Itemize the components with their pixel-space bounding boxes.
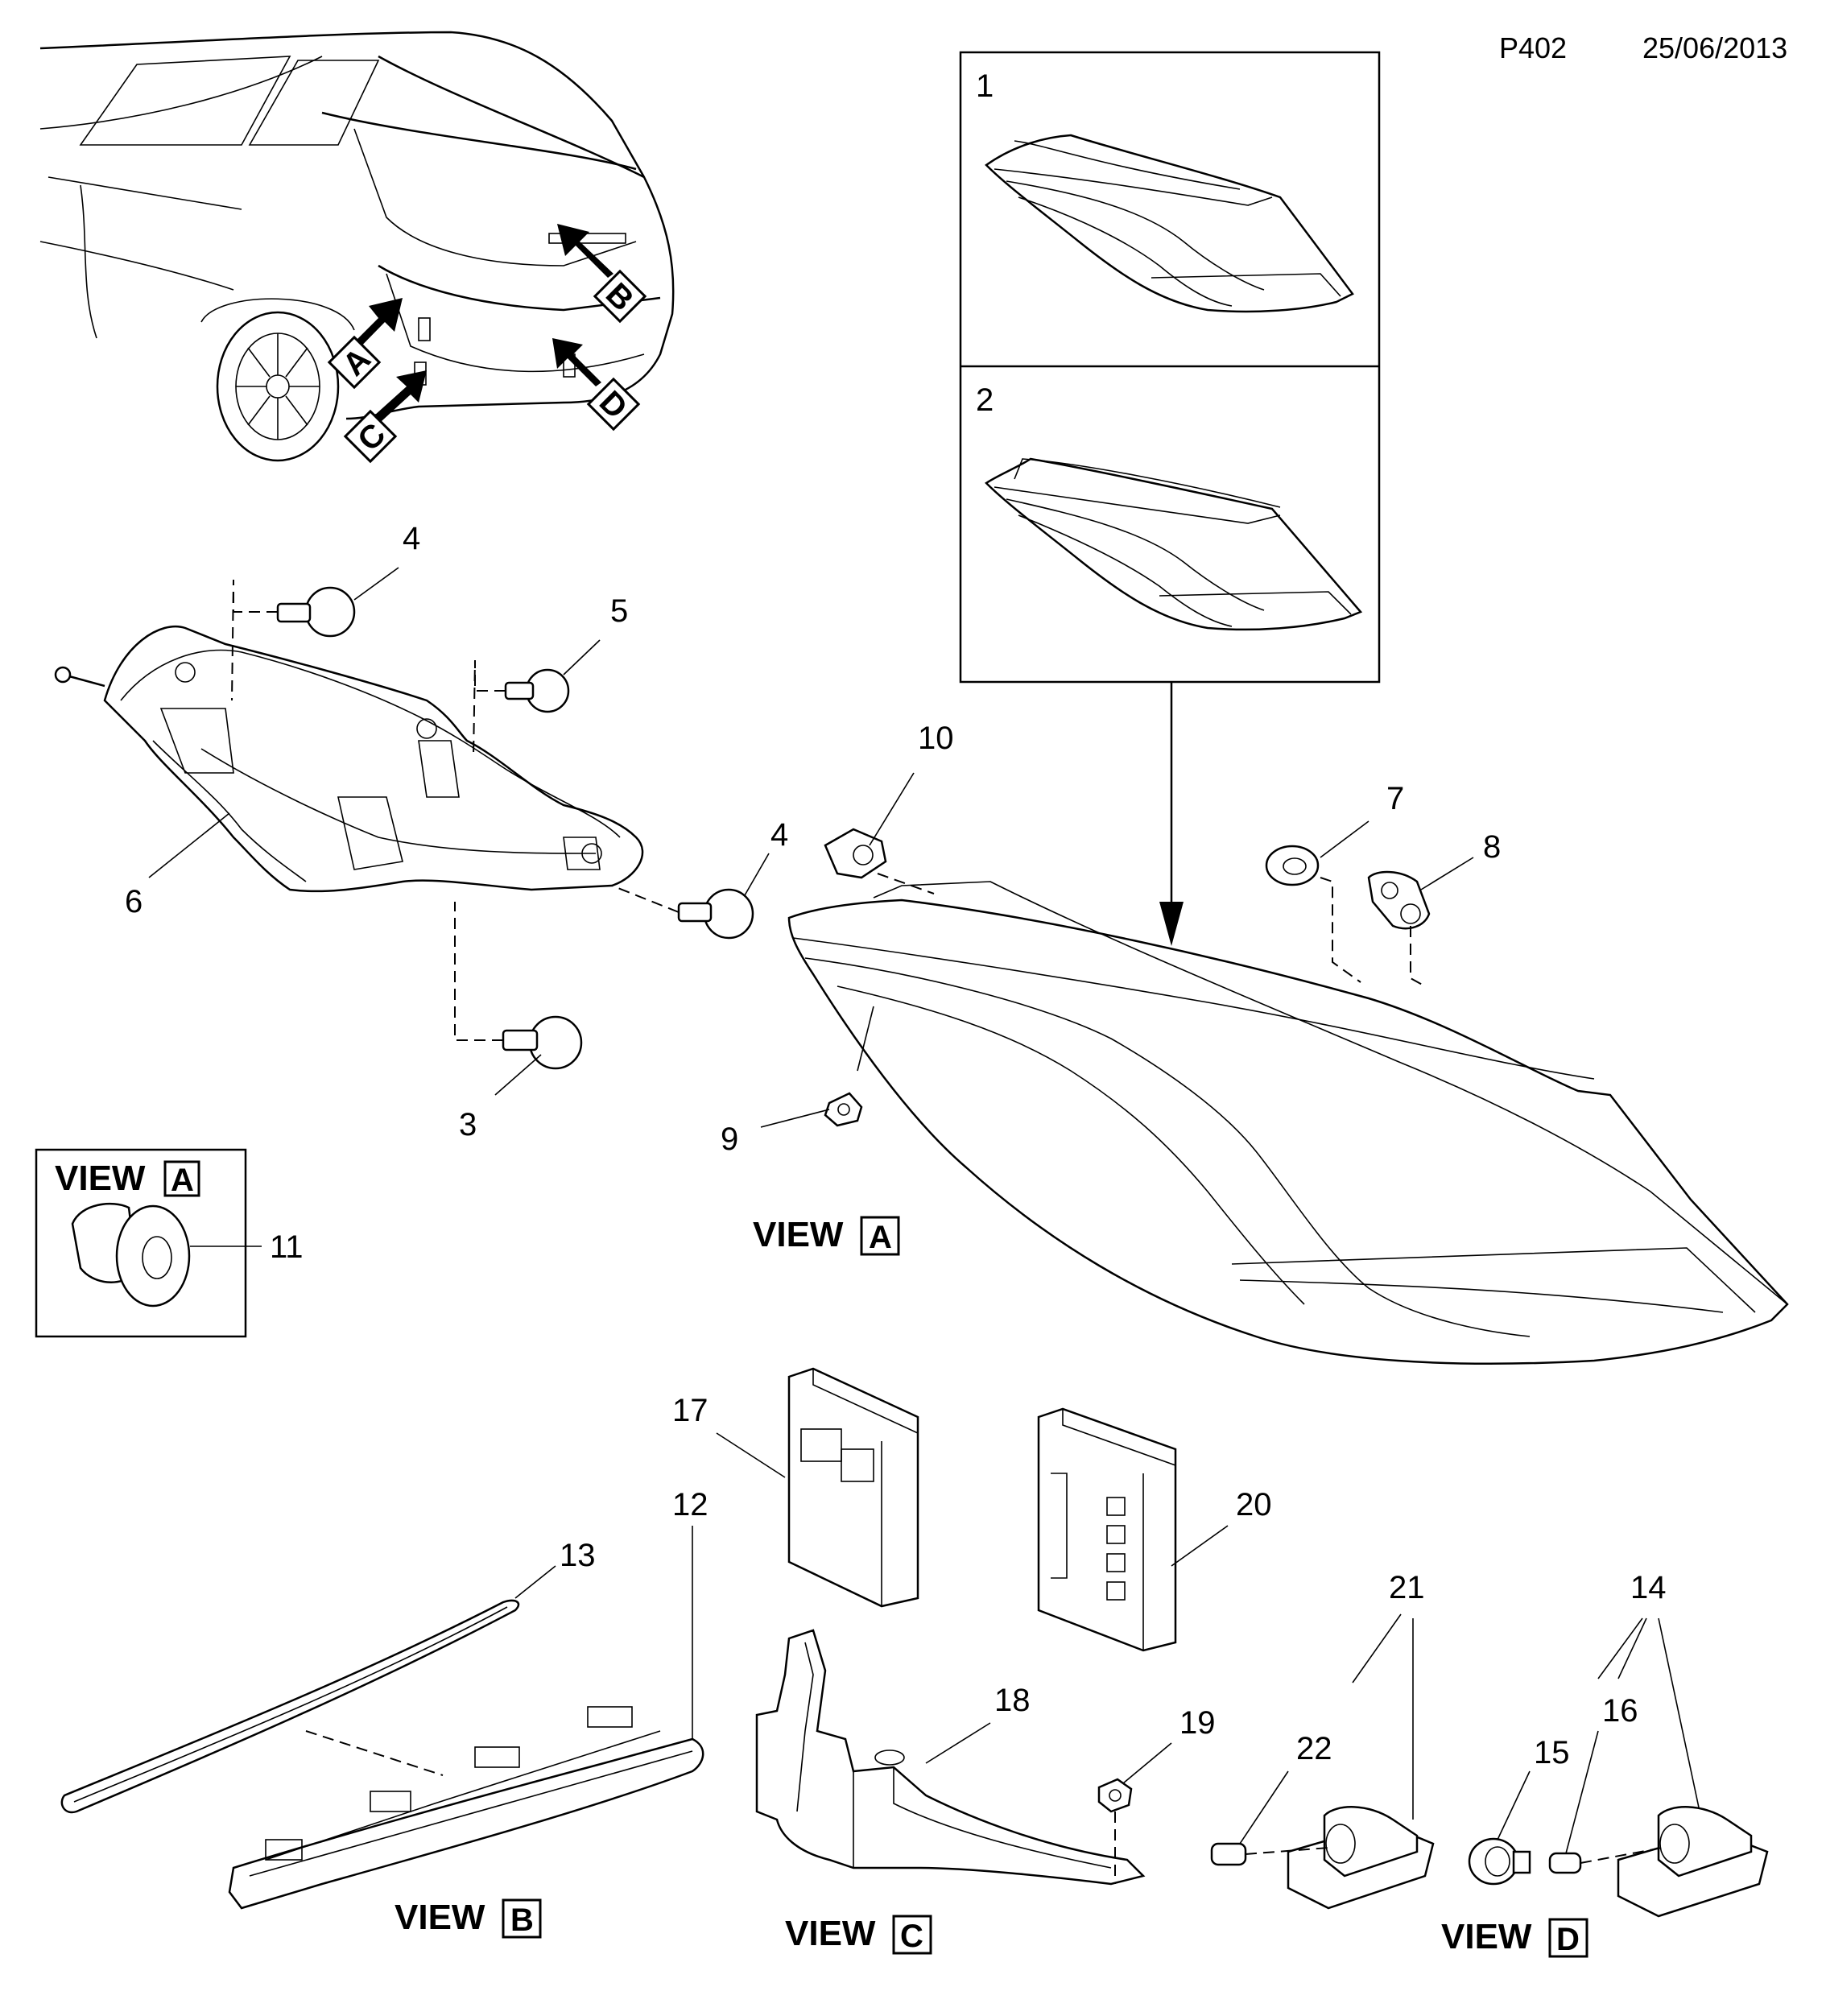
bulb-4-upper-icon [276, 586, 356, 638]
inset-view-a-word: VIEW [55, 1159, 146, 1198]
callout-13: 13 [560, 1538, 596, 1573]
callout-17: 17 [672, 1393, 709, 1428]
main-view-a-word: VIEW [753, 1215, 844, 1254]
inset-view-a-box [35, 1148, 247, 1338]
license-plate-lamp-21-icon [1287, 1806, 1435, 1910]
callout-15: 15 [1534, 1735, 1570, 1770]
callout-5: 5 [610, 593, 628, 629]
view-c-word: VIEW [785, 1914, 876, 1953]
bulb-holder-6-icon [103, 625, 644, 893]
control-module-17-icon [787, 1367, 919, 1608]
callout-9: 9 [721, 1122, 738, 1157]
view-d-word: VIEW [1441, 1917, 1532, 1956]
seal-7-icon [1265, 845, 1320, 886]
control-module-20-icon [1037, 1407, 1177, 1652]
callout-2: 2 [976, 382, 994, 418]
callout-16: 16 [1602, 1693, 1638, 1729]
brake-light-seal-13-icon [60, 1599, 520, 1814]
nut-9-icon [824, 1092, 863, 1127]
view-b-word: VIEW [395, 1898, 485, 1937]
bulb-5-icon [504, 668, 570, 713]
arrow-a: A [327, 298, 403, 390]
bulb-4-lower-icon [677, 888, 754, 940]
nut-19-icon [1097, 1778, 1133, 1813]
bulb-16-icon [1548, 1852, 1582, 1874]
callout-8: 8 [1483, 829, 1501, 865]
main-view-a-letter: A [869, 1220, 892, 1255]
callout-4-upper: 4 [403, 521, 420, 556]
tail-lamp-variant-1-icon [985, 134, 1354, 313]
callout-18: 18 [994, 1683, 1031, 1718]
view-c-letter: C [900, 1919, 923, 1954]
screw-icon [54, 666, 105, 688]
fastener-10-icon [824, 828, 887, 879]
view-b-letter: B [510, 1902, 534, 1938]
diagram-date: 25/06/2013 [1642, 31, 1787, 64]
third-brake-light-12-icon [228, 1706, 704, 1910]
tail-lamp-icon [787, 881, 1789, 1365]
socket-15-icon [1468, 1837, 1531, 1886]
arrow-label-d: D [593, 384, 634, 426]
callout-12: 12 [672, 1487, 709, 1522]
callout-10: 10 [918, 721, 954, 756]
arrow-b: B [557, 224, 647, 324]
callout-11: 11 [270, 1229, 304, 1265]
tail-lamp-variant-2-icon [985, 457, 1363, 631]
callout-21: 21 [1389, 1570, 1425, 1605]
bulb-3-icon [502, 1015, 583, 1070]
callout-1: 1 [976, 68, 994, 104]
callout-19: 19 [1179, 1705, 1216, 1741]
callout-4-lower: 4 [770, 817, 788, 853]
callout-6: 6 [125, 884, 143, 919]
callout-20: 20 [1236, 1487, 1272, 1522]
bulb-22-icon [1210, 1842, 1247, 1866]
leader-lines [148, 567, 1700, 1854]
bracket-18-icon [755, 1629, 1146, 1886]
callout-22: 22 [1296, 1731, 1332, 1766]
grommet-11-icon [71, 1202, 191, 1308]
callout-7: 7 [1386, 781, 1404, 816]
view-d-letter: D [1556, 1922, 1580, 1957]
arrow-label-b: B [599, 276, 641, 318]
page-code: P402 [1499, 31, 1567, 64]
arrow-label-c: C [351, 416, 393, 458]
inset-view-a-letter: A [171, 1163, 194, 1198]
callout-3: 3 [459, 1107, 477, 1142]
arrow-d: D [552, 338, 641, 432]
callout-14: 14 [1630, 1570, 1667, 1605]
bracket-8-icon [1367, 870, 1431, 930]
license-plate-lamp-14-icon [1617, 1806, 1769, 1918]
